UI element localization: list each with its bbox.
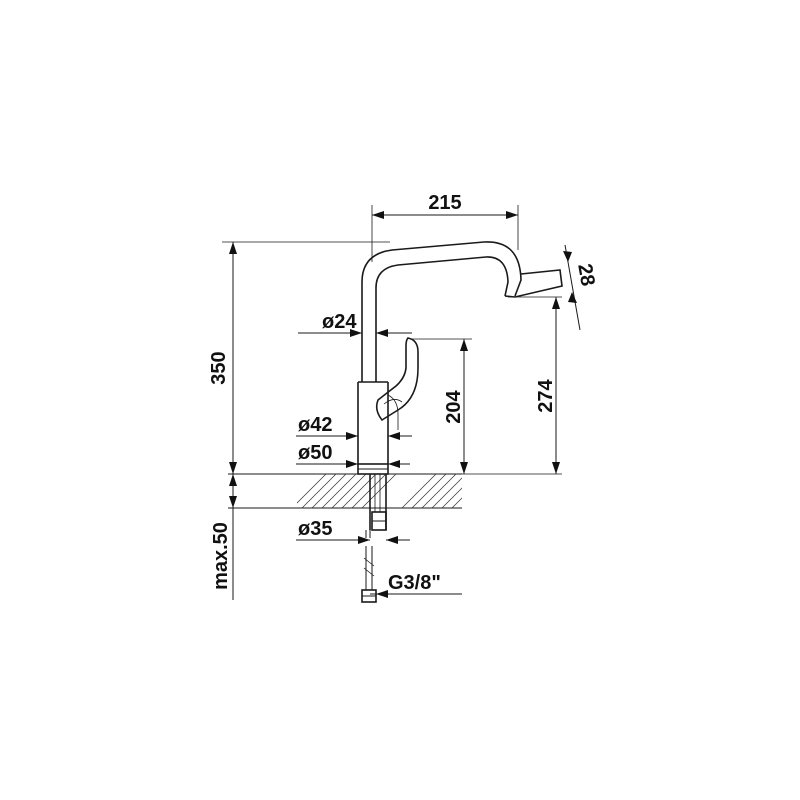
faucet-body	[357, 241, 563, 603]
dimension-label-215: 215	[428, 192, 461, 214]
dimension-label-274: 274	[535, 378, 557, 412]
dimension-spout-reach: 215	[371, 192, 519, 262]
dimension-label-350: 350	[208, 351, 230, 384]
dimension-label-o42: ø42	[298, 414, 332, 436]
dimension-label-o24: ø24	[322, 311, 357, 333]
dimension-label-o35: ø35	[298, 518, 332, 540]
connection-thread-label: G3/8"	[370, 572, 462, 598]
dimension-body-diameter-top: ø24	[298, 311, 412, 337]
countertop-hatching	[297, 474, 462, 508]
dimension-total-height: 350	[208, 241, 390, 474]
dimension-shank-diameter: ø35	[296, 518, 410, 544]
dimension-label-max50: max.50	[210, 522, 232, 590]
dimension-lever-height: 204	[410, 338, 472, 474]
dimension-max-countertop: max.50	[210, 474, 237, 600]
dimension-base-diameter-outer: ø50	[296, 442, 410, 468]
dimension-label-28: 28	[573, 262, 599, 288]
dimension-label-o50: ø50	[298, 442, 332, 464]
dimension-label-204: 204	[443, 389, 465, 423]
dimension-label-g38: G3/8"	[388, 572, 441, 594]
dimension-base-diameter-inner: ø42	[296, 414, 412, 440]
dimension-outlet-diameter: 28	[563, 244, 599, 331]
dimension-outlet-height: 274	[462, 296, 562, 475]
